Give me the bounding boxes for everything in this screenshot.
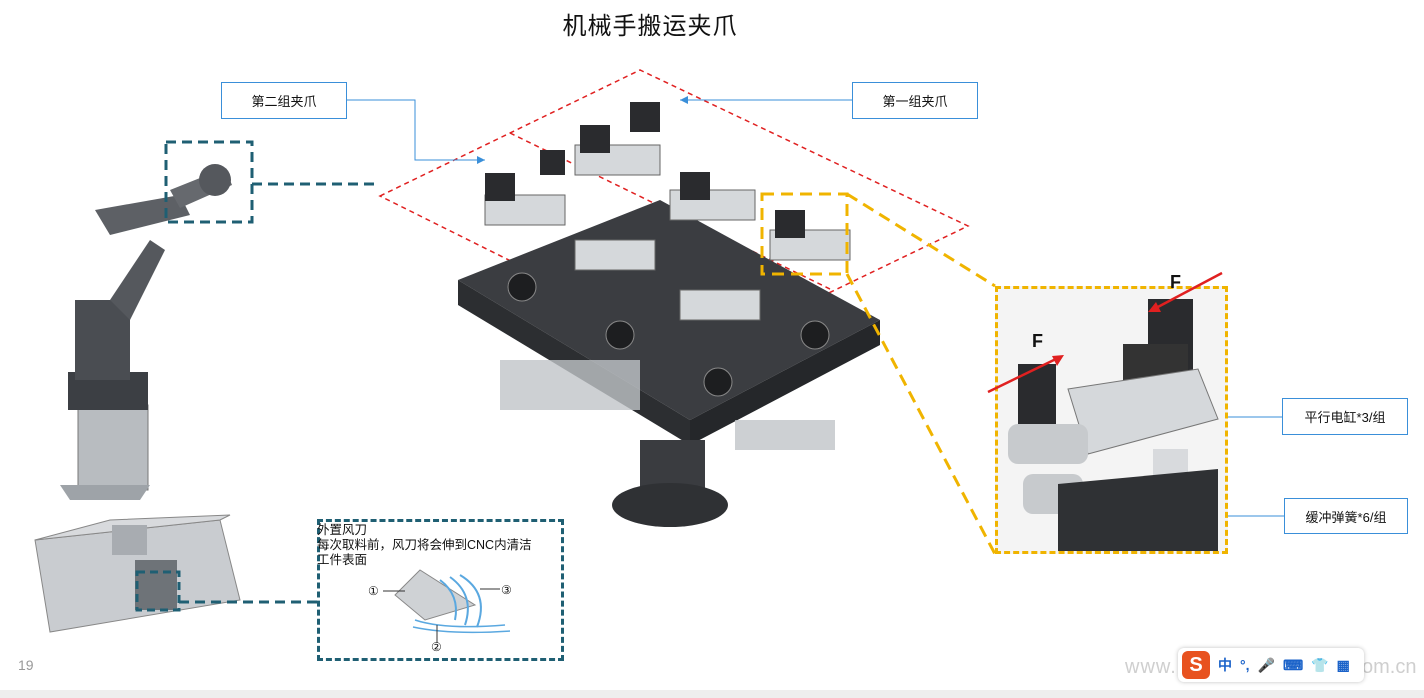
gripper-plane-outline <box>378 69 970 356</box>
air-knife-diagram <box>383 569 511 643</box>
callout-second-gripper-group: 第二组夹爪 <box>221 82 347 119</box>
callout-first-gripper-group: 第一组夹爪 <box>852 82 978 119</box>
page-number: 19 <box>18 657 34 673</box>
force-arrow-right <box>1148 302 1161 312</box>
wrist-highlight-box <box>164 140 254 224</box>
slide-title: 机械手搬运夹爪 <box>562 13 738 40</box>
ime-chinese-mode-button[interactable]: 中 <box>1218 657 1232 673</box>
sogou-logo-icon[interactable]: S <box>1182 651 1210 679</box>
gripper-detail-illustration <box>1008 299 1219 551</box>
note-line-1: 外置风刀 <box>317 523 368 537</box>
note-line-2: 每次取料前，风刀将会伸到CNC内清洁 <box>317 538 532 552</box>
microphone-icon[interactable]: 🎤 <box>1257 656 1275 673</box>
callout-buffer-spring: 缓冲弹簧*6/组 <box>1284 498 1408 534</box>
callout-label: 缓冲弹簧*6/组 <box>1305 509 1387 525</box>
robot-arm-illustration <box>60 164 232 500</box>
force-label-left: F <box>1032 331 1043 351</box>
force-arrow-left <box>1052 355 1064 366</box>
force-label-right: F <box>1170 272 1181 292</box>
force-arrows <box>987 271 1223 394</box>
watermark-right: om.cn <box>1362 656 1417 678</box>
gripper-assembly-illustration <box>458 102 880 527</box>
detail-zoom-box <box>995 286 1228 554</box>
skin-icon[interactable]: 👕 <box>1311 656 1329 673</box>
gripper-highlight-box <box>760 192 849 276</box>
callout-label: 平行电缸*3/组 <box>1304 410 1386 425</box>
marker-1: ① <box>368 584 379 598</box>
ime-toolbar[interactable]: S 中 °, 🎤 ⌨ 👕 ▦ <box>1178 648 1364 682</box>
ime-punctuation-button[interactable]: °, <box>1240 657 1250 673</box>
callout-parallel-cylinder: 平行电缸*3/组 <box>1282 398 1408 435</box>
keyboard-icon[interactable]: ⌨ <box>1282 656 1304 673</box>
toolbox-icon[interactable]: ▦ <box>1336 656 1350 673</box>
note-line-3: 工件表面 <box>317 553 368 567</box>
marker-3: ③ <box>501 583 512 597</box>
marker-2: ② <box>431 640 442 654</box>
air-knife-note-box <box>317 519 564 661</box>
callout-label: 第一组夹爪 <box>882 94 948 109</box>
air-knife-note-text: 外置风刀 每次取料前，风刀将会伸到CNC内清洁 工件表面 <box>317 523 532 568</box>
callout-label: 第二组夹爪 <box>251 94 317 109</box>
bottom-divider <box>0 690 1424 698</box>
watermark-left: www. <box>1125 656 1177 678</box>
